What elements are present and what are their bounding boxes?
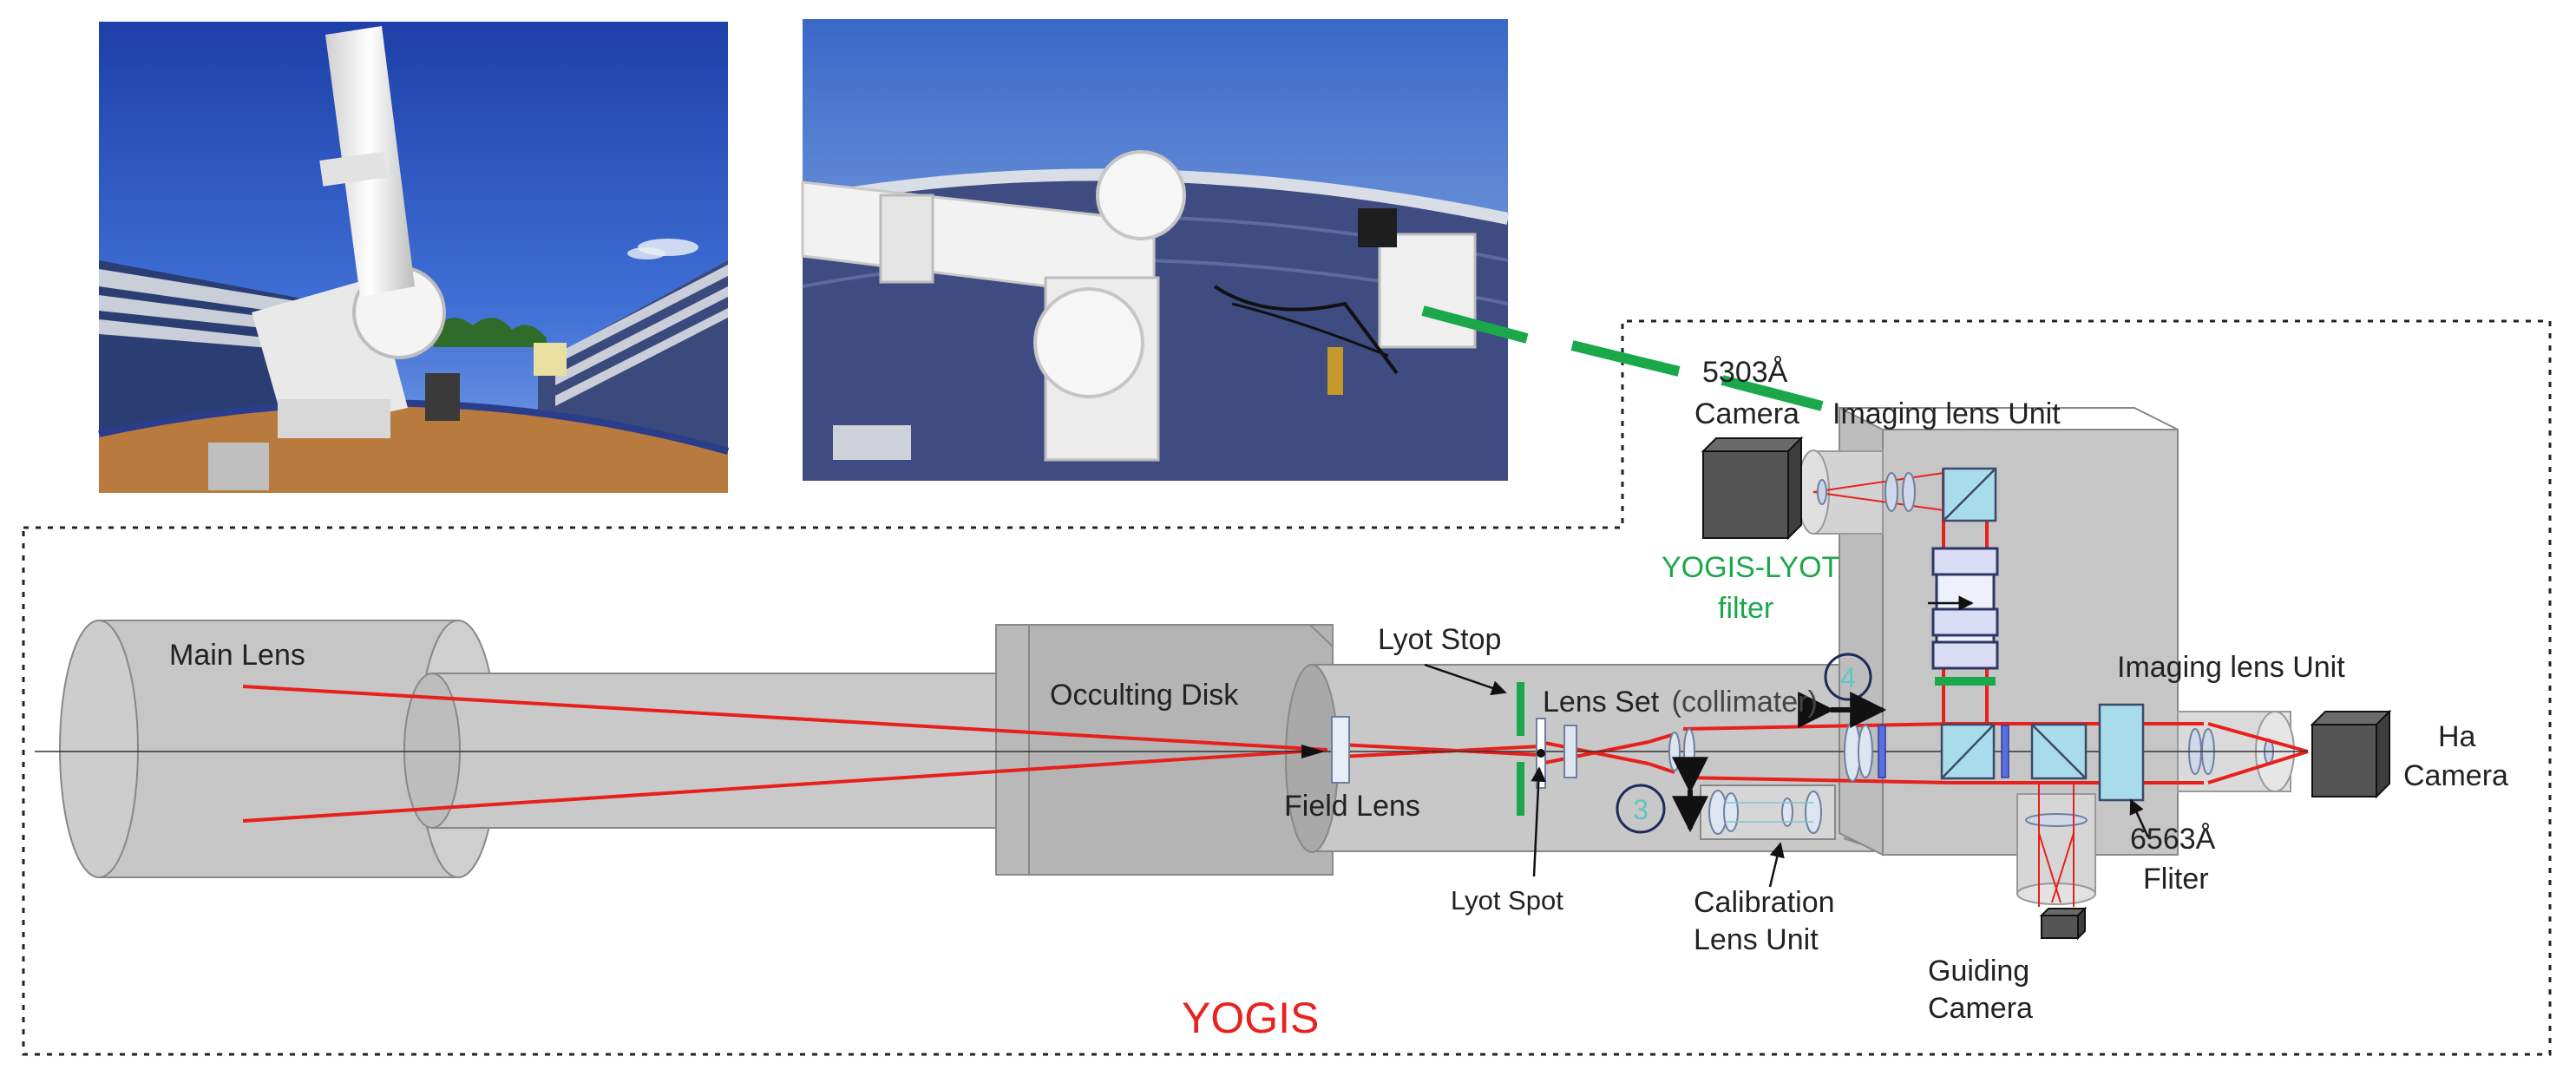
label-calibration-line2: Lens Unit: [1694, 923, 1819, 956]
lyot-spot-element: [1536, 718, 1546, 789]
camera-5303: [1701, 436, 1804, 541]
label-lyot-filter-line2: filter: [1718, 592, 1773, 625]
telescope-photo-wide: [98, 22, 730, 493]
beam-splitter-top: [1942, 467, 1997, 522]
svg-text:3: 3: [1633, 794, 1649, 825]
label-guiding-line2: Camera: [1928, 992, 2033, 1025]
lyot-filter-stack: [1931, 547, 1999, 670]
label-lens-set-name: Lens Set: [1543, 686, 1660, 719]
calibration-lens-unit: [1700, 784, 1836, 840]
label-lens-set: Lens Set (collimater): [1543, 686, 1818, 719]
lyot-stop-element: [1517, 682, 1524, 816]
label-5303-line2: Camera: [1694, 397, 1799, 430]
filter-plate-1: [1878, 725, 1886, 778]
label-lyot-spot: Lyot Spot: [1451, 885, 1563, 916]
dashed-frame: [22, 319, 2552, 1056]
beam-splitter-2: [2030, 723, 2088, 780]
field-lens: [1331, 716, 1350, 784]
beam-splitter-1: [1940, 723, 1996, 780]
guiding-camera: [2039, 906, 2088, 941]
label-ha-line1: Ha: [2438, 720, 2476, 753]
filter-plate-2: [2001, 725, 2009, 778]
label-ha-line2: Camera: [2403, 759, 2508, 792]
label-6563-line1: 6563Å: [2130, 823, 2216, 856]
label-lyot-stop: Lyot Stop: [1378, 623, 1501, 656]
lyot-filter-green-bar: [1935, 677, 1996, 686]
label-occulting-disk: Occulting Disk: [1050, 679, 1239, 712]
label-guiding-line1: Guiding: [1928, 955, 2029, 988]
svg-text:4: 4: [1840, 662, 1856, 693]
telescope-photo-closeup: [801, 19, 1510, 481]
diagram-title: YOGIS: [1182, 994, 1319, 1042]
marker-3: 3: [1616, 784, 1666, 834]
label-5303-line1: 5303Å: [1702, 356, 1788, 389]
green-connector: [1421, 305, 1824, 411]
label-main-lens: Main Lens: [169, 639, 305, 672]
leader-arrows: [1424, 595, 2150, 888]
ha-camera: [2310, 709, 2392, 799]
occulting-disk-element: [1301, 745, 1325, 758]
label-calibration-line1: Calibration: [1694, 886, 1835, 919]
guiding-tube: [2016, 793, 2096, 905]
filter-6563: [2098, 703, 2145, 802]
label-6563-line2: Fliter: [2143, 863, 2209, 896]
label-imaging-lens-unit-top: Imaging lens Unit: [1832, 397, 2061, 430]
label-imaging-lens-unit-right: Imaging lens Unit: [2117, 651, 2345, 684]
main-lens-tube: [59, 620, 1030, 878]
label-field-lens: Field Lens: [1284, 790, 1420, 823]
top-imaging-lens-tube: [1797, 450, 1944, 535]
occulting-housing: [995, 624, 1334, 876]
label-collimater: (collimater): [1672, 686, 1818, 719]
label-lyot-filter-line1: YOGIS-LYOT: [1662, 551, 1839, 584]
